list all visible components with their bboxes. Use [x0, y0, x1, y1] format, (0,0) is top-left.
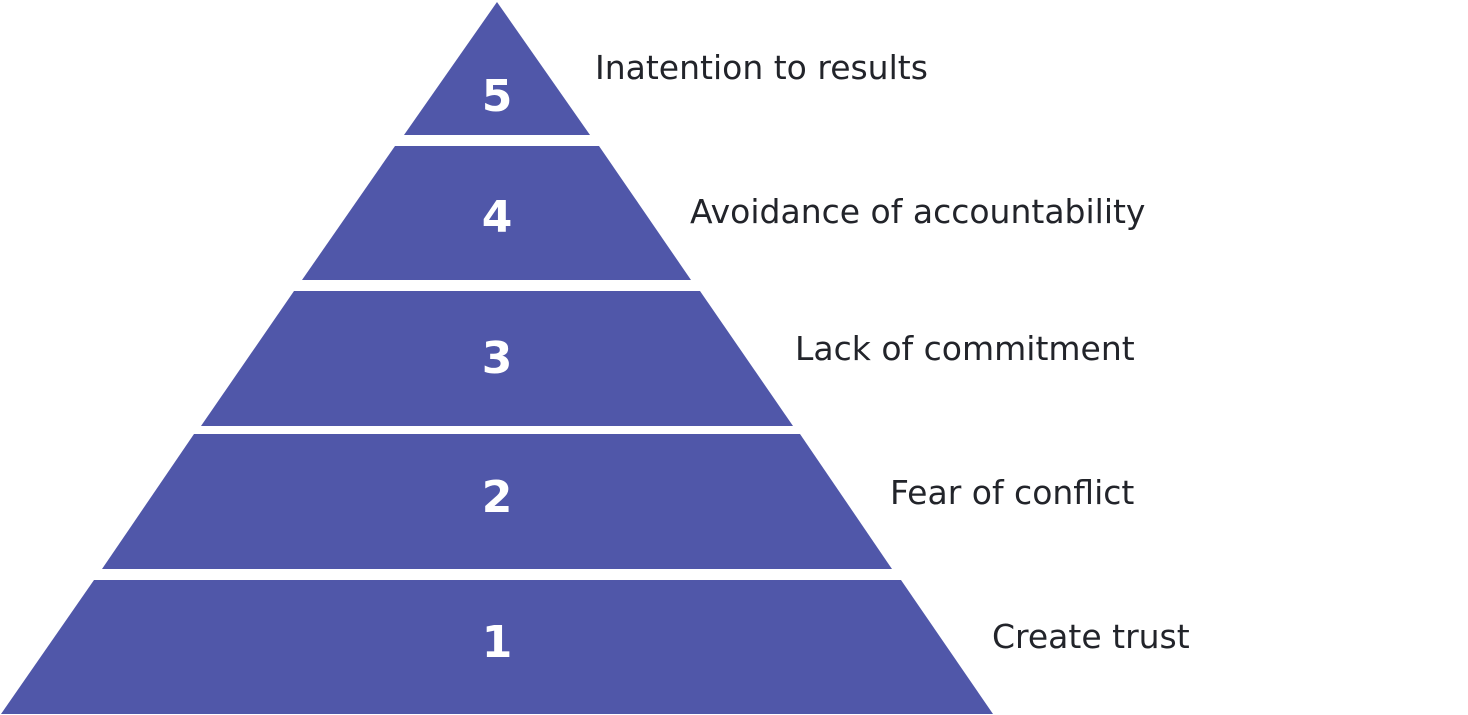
- tier-shape: [302, 146, 691, 280]
- tier-label: Avoidance of accountability: [690, 192, 1145, 231]
- pyramid-tier: 4 Avoidance of accountability: [302, 146, 1145, 280]
- tier-number: 2: [482, 472, 513, 523]
- pyramid-tier: 2 Fear of conflict: [102, 434, 1134, 569]
- tier-number: 3: [482, 333, 513, 384]
- pyramid-tier: 5 Inatention to results: [404, 2, 928, 135]
- pyramid-tier: 3 Lack of commitment: [201, 291, 1135, 426]
- tier-label: Inatention to results: [595, 48, 928, 87]
- tier-shape: [404, 2, 590, 135]
- tier-shape: [201, 291, 793, 426]
- tier-label: Fear of conflict: [890, 473, 1134, 512]
- tier-shape: [102, 434, 892, 569]
- tier-shape: [1, 580, 993, 714]
- tier-label: Create trust: [992, 617, 1190, 656]
- tier-number: 1: [482, 617, 513, 668]
- tier-number: 5: [482, 71, 513, 122]
- pyramid-tier: 1 Create trust: [1, 580, 1190, 714]
- tier-number: 4: [482, 192, 513, 243]
- tier-label: Lack of commitment: [795, 329, 1135, 368]
